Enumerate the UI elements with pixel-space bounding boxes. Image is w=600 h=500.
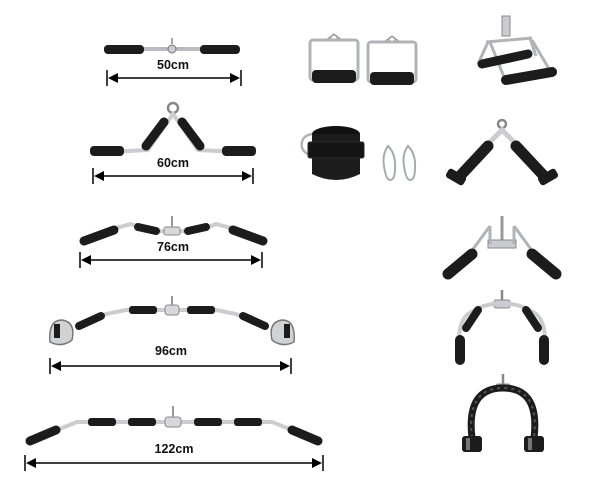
curved-row-bar-image — [455, 290, 549, 365]
rotating-v-grip-image — [442, 216, 562, 280]
long-lat-bar-122cm — [22, 402, 326, 448]
straight-bar-50cm — [100, 38, 250, 88]
carabiners-image — [382, 144, 417, 182]
long-lat-bar-image — [25, 406, 323, 446]
dimension-line-122cm — [24, 455, 326, 471]
ankle-strap — [298, 124, 368, 186]
curved-row-bar — [446, 290, 558, 366]
length-label-122cm: 122cm — [154, 442, 194, 456]
lat-bar-handles-image — [49, 296, 295, 346]
dimension-line-96cm — [49, 358, 294, 374]
ankle-strap-image — [300, 126, 365, 180]
dimension-line-60cm — [92, 168, 256, 184]
dimension-line-76cm — [79, 252, 265, 268]
seated-row-handle-image — [476, 15, 557, 85]
v-bar-60cm — [88, 100, 258, 162]
tricep-v-handle — [444, 118, 560, 188]
v-bar-image — [90, 101, 256, 156]
tricep-v-handle-image — [445, 118, 559, 186]
tricep-rope — [458, 374, 548, 458]
length-label-60cm: 60cm — [157, 156, 189, 170]
length-label-76cm: 76cm — [157, 240, 189, 254]
curl-bar-76cm — [76, 214, 271, 248]
length-label-50cm: 50cm — [157, 58, 189, 72]
tricep-rope-image — [462, 374, 544, 452]
length-label-96cm: 96cm — [155, 344, 187, 358]
seated-row-handle — [476, 15, 557, 88]
carabiners-pair — [380, 144, 420, 184]
stirrup-handles-image — [308, 33, 418, 85]
dimension-line-50cm — [106, 70, 244, 86]
curl-bar-image — [79, 216, 268, 246]
lat-bar-96cm — [46, 296, 298, 352]
straight-bar-image — [104, 38, 240, 54]
rotating-v-grip — [438, 216, 564, 282]
stirrup-handles-pair — [306, 32, 430, 88]
